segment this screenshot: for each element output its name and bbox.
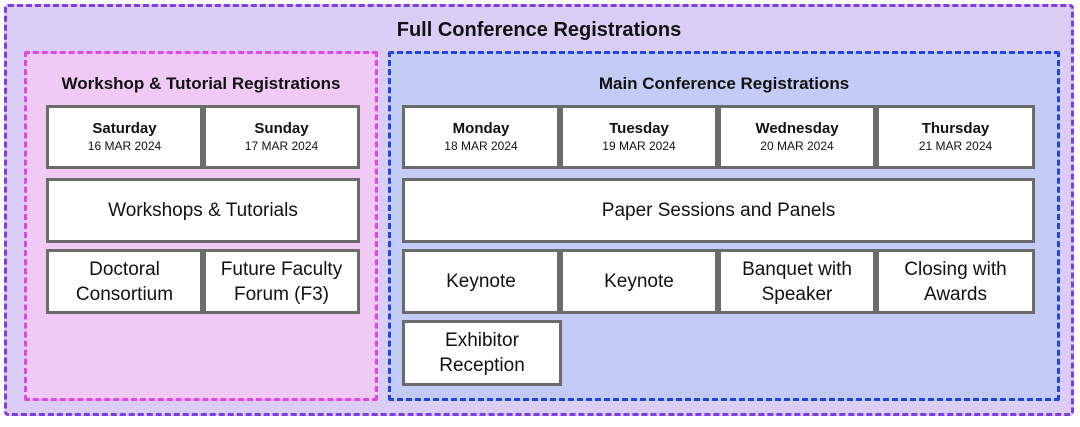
- box-label-line: Exhibitor: [445, 330, 519, 351]
- day-date: 21 MAR 2024: [918, 139, 993, 153]
- full-conference-registrations-group: Full Conference Registrations Workshop &…: [4, 4, 1074, 416]
- day-name: Wednesday: [755, 120, 839, 137]
- keynote-monday-box: Keynote: [402, 249, 560, 314]
- day-name: Tuesday: [609, 120, 669, 137]
- day-name: Saturday: [92, 120, 157, 137]
- day-wednesday: Wednesday 20 MAR 2024: [718, 105, 876, 169]
- box-label: Keynote: [446, 271, 516, 292]
- keynote-tuesday-box: Keynote: [560, 249, 718, 314]
- day-saturday: Saturday 16 MAR 2024: [46, 105, 203, 169]
- exhibitor-reception-box: Exhibitor Reception: [402, 320, 562, 386]
- day-date: 19 MAR 2024: [602, 139, 676, 153]
- box-label-line: Forum (F3): [234, 283, 329, 305]
- box-label: Paper Sessions and Panels: [601, 200, 836, 221]
- box-label-line: Banquet with: [742, 258, 852, 280]
- box-label-line: Awards: [923, 283, 987, 305]
- paper-sessions-panels-box: Paper Sessions and Panels: [402, 178, 1035, 243]
- main-region-title: Main Conference Registrations: [598, 74, 850, 93]
- workshop-region-title: Workshop & Tutorial Registrations: [61, 74, 341, 93]
- doctoral-consortium-box: Doctoral Consortium: [46, 249, 203, 314]
- day-thursday: Thursday 21 MAR 2024: [876, 105, 1035, 169]
- day-monday: Monday 18 MAR 2024: [402, 105, 560, 169]
- day-date: 16 MAR 2024: [87, 139, 162, 153]
- box-label: Keynote: [604, 271, 674, 292]
- day-date: 18 MAR 2024: [444, 139, 518, 153]
- box-label-line: Speaker: [761, 283, 833, 305]
- day-name: Thursday: [921, 120, 990, 137]
- closing-with-awards-box: Closing with Awards: [876, 249, 1035, 314]
- box-label-line: Reception: [439, 355, 525, 376]
- day-tuesday: Tuesday 19 MAR 2024: [560, 105, 718, 169]
- full-conference-title: Full Conference Registrations: [396, 19, 682, 41]
- box-label-line: Consortium: [75, 283, 174, 305]
- day-sunday: Sunday 17 MAR 2024: [203, 105, 360, 169]
- box-label-line: Future Faculty: [220, 258, 343, 280]
- day-name: Monday: [452, 120, 510, 137]
- day-date: 17 MAR 2024: [244, 139, 319, 153]
- box-label: Workshops & Tutorials: [108, 200, 298, 221]
- day-date: 20 MAR 2024: [760, 139, 834, 153]
- box-label-line: Closing with: [904, 258, 1007, 280]
- main-conference-registrations-group: Main Conference Registrations Monday 18 …: [388, 51, 1060, 401]
- day-name: Sunday: [254, 120, 309, 137]
- workshop-tutorial-registrations-group: Workshop & Tutorial Registrations Saturd…: [24, 51, 378, 401]
- workshops-tutorials-box: Workshops & Tutorials: [46, 178, 360, 243]
- future-faculty-forum-box: Future Faculty Forum (F3): [203, 249, 360, 314]
- banquet-with-speaker-box: Banquet with Speaker: [718, 249, 876, 314]
- box-label-line: Doctoral: [89, 258, 160, 280]
